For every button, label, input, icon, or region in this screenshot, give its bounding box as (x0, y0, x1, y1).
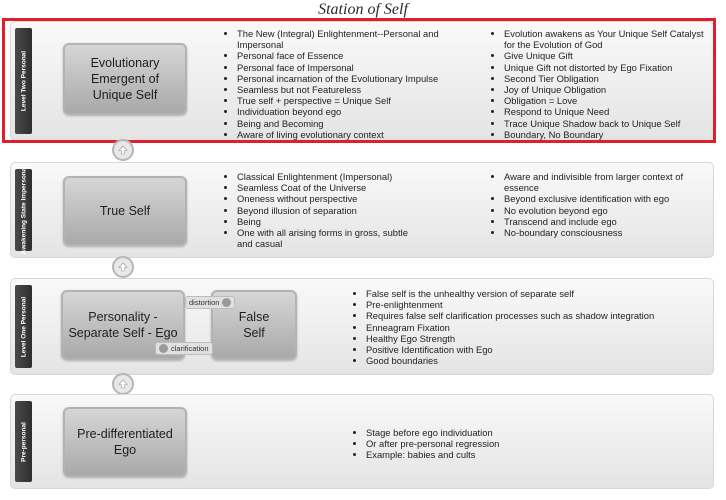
list-item: Transcend and include ego (504, 216, 714, 227)
list-item: Healthy Ego Strength (366, 333, 716, 344)
panel-awakening: Awakening State Impersonal True Self Cla… (10, 162, 714, 258)
list-item: Evolution awakens as Your Unique Self Ca… (504, 28, 714, 50)
up-arrow-icon (112, 373, 134, 395)
list-item: Personal face of Impersonal (237, 62, 473, 73)
list-item: Pre-enlightenment (366, 299, 716, 310)
list-col1: False self is the unhealthy version of s… (356, 288, 716, 366)
panel-pre-personal: Pre-personal Pre-differentiated Ego Stag… (10, 394, 714, 489)
panel-level-one: Level One Personal Personality - Separat… (10, 278, 714, 375)
list-item: Personal face of Essence (237, 50, 473, 61)
list-item: Example: babies and cults (366, 449, 666, 460)
list-item: Being and Becoming (237, 118, 473, 129)
list-item: Trace Unique Shadow back to Unique Self (504, 118, 714, 129)
list-item: False self is the unhealthy version of s… (366, 288, 716, 299)
list-item: True self + perspective = Unique Self (237, 95, 473, 106)
list-col2: Evolution awakens as Your Unique Self Ca… (494, 28, 714, 140)
list-item: Seamless Coat of the Universe (237, 182, 421, 193)
list-item: Respond to Unique Need (504, 106, 714, 117)
side-tab: Level Two Personal (15, 28, 32, 134)
list-item: Boundary, No Boundary (504, 129, 714, 140)
list-item: Joy of Unique Obligation (504, 84, 714, 95)
arrow-left-icon (159, 344, 168, 353)
list-item: Positive Identification with Ego (366, 344, 716, 355)
list-col2: Aware and indivisible from larger contex… (494, 171, 714, 238)
list-item: Stage before ego individuation (366, 427, 666, 438)
up-arrow-icon (112, 256, 134, 278)
list-item: Individuation beyond ego (237, 106, 473, 117)
side-tab: Awakening State Impersonal (15, 166, 32, 254)
list-item: Enneagram Fixation (366, 322, 716, 333)
list-item: Give Unique Gift (504, 50, 714, 61)
list-item: Obligation = Love (504, 95, 714, 106)
list-item: Seamless but not Featureless (237, 84, 473, 95)
list-item: No evolution beyond ego (504, 205, 714, 216)
highlight-box (2, 18, 716, 143)
list-item: Aware and indivisible from larger contex… (504, 171, 714, 193)
list-item: Beyond illusion of separation (237, 205, 421, 216)
diagram-title: Station of Self (318, 1, 408, 18)
list-col1: Classical Enlightenment (Impersonal)Seam… (227, 171, 421, 249)
side-tab: Level One Personal (15, 285, 32, 368)
list-item: Beyond exclusive identification with ego (504, 193, 714, 204)
side-tab: Pre-personal (15, 401, 32, 482)
panel-level-two: Level Two Personal Evolutionary Emergent… (10, 21, 714, 141)
list-item: Unique Gift not distorted by Ego Fixatio… (504, 62, 714, 73)
list-item: Oneness without perspective (237, 193, 421, 204)
list-item: One with all arising forms in gross, sub… (237, 227, 421, 249)
list-col1: Stage before ego individuationOr after p… (356, 427, 666, 461)
list-item: Classical Enlightenment (Impersonal) (237, 171, 421, 182)
stage-box-true-self: True Self (63, 176, 187, 246)
clarification-tag: clarification (155, 342, 213, 355)
list-item: Or after pre-personal regression (366, 438, 666, 449)
list-item: Personal incarnation of the Evolutionary… (237, 73, 473, 84)
stage-box-pre-differentiated: Pre-differentiated Ego (63, 407, 187, 477)
list-item: Aware of living evolutionary context (237, 129, 473, 140)
list-item: No-boundary consciousness (504, 227, 714, 238)
list-item: Second Tier Obligation (504, 73, 714, 84)
stage-box-unique-self: Evolutionary Emergent of Unique Self (63, 43, 187, 115)
list-item: Being (237, 216, 421, 227)
distortion-tag: distortion (185, 296, 236, 309)
list-item: The New (Integral) Enlightenment--Person… (237, 28, 473, 50)
up-arrow-icon (112, 139, 134, 161)
arrow-right-icon (222, 298, 232, 307)
list-item: Good boundaries (366, 355, 716, 366)
list-item: Requires false self clarification proces… (366, 310, 716, 321)
list-col1: The New (Integral) Enlightenment--Person… (227, 28, 473, 140)
